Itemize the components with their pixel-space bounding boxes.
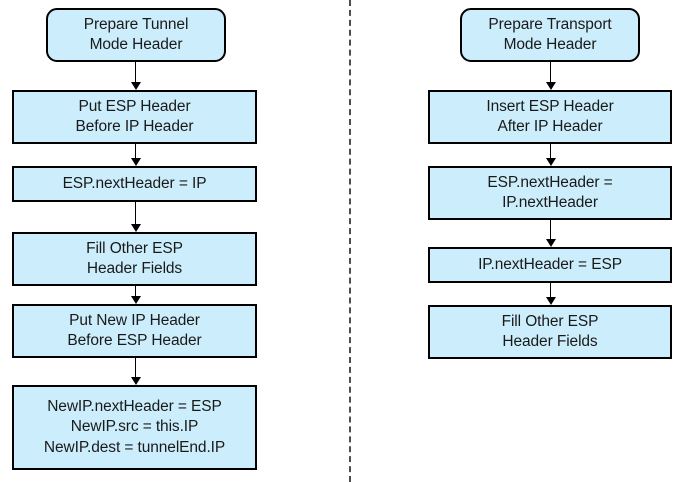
flow-node-label: ESP.nextHeader = IP: [62, 174, 207, 192]
flow-node-tunnel-step-4[interactable]: Put New IP Header Before ESP Header: [12, 304, 257, 358]
tunnel-arrow-3-head: [131, 224, 141, 232]
transport-arrow-4-line: [550, 283, 551, 299]
flow-node-tunnel-step-2[interactable]: ESP.nextHeader = IP: [12, 166, 257, 202]
flow-node-transport-step-1[interactable]: Insert ESP Header After IP Header: [428, 90, 672, 144]
tunnel-arrow-1-head: [131, 82, 141, 90]
flow-node-label: Put New IP Header Before ESP Header: [67, 311, 202, 349]
tunnel-arrow-4-head: [131, 296, 141, 304]
tunnel-arrow-1-line: [135, 62, 136, 84]
vertical-dashed-separator: [349, 0, 351, 482]
tunnel-arrow-4-line: [135, 286, 136, 298]
flow-node-tunnel-step-5[interactable]: NewIP.nextHeader = ESP NewIP.src = this.…: [12, 385, 257, 470]
flow-node-label: IP.nextHeader = ESP: [478, 255, 622, 273]
tunnel-arrow-3-line: [135, 202, 136, 226]
tunnel-arrow-2-line: [135, 144, 136, 160]
flow-node-label: Fill Other ESP Header Fields: [86, 239, 183, 277]
flow-node-label: Prepare Transport Mode Header: [488, 15, 612, 53]
tunnel-arrow-2-head: [131, 158, 141, 166]
flow-node-label: Fill Other ESP Header Fields: [501, 312, 599, 350]
transport-arrow-4-head: [546, 297, 556, 305]
transport-arrow-3-head: [546, 239, 556, 247]
transport-arrow-1-head: [546, 82, 556, 90]
flow-node-tunnel-start[interactable]: Prepare Tunnel Mode Header: [46, 8, 226, 62]
transport-arrow-1-line: [550, 62, 551, 84]
flow-node-label: NewIP.nextHeader = ESP NewIP.src = this.…: [43, 397, 226, 456]
transport-arrow-2-line: [550, 144, 551, 160]
flow-node-label: Prepare Tunnel Mode Header: [83, 15, 189, 53]
flow-node-label: Put ESP Header Before IP Header: [75, 97, 194, 135]
flow-node-tunnel-step-1[interactable]: Put ESP Header Before IP Header: [12, 90, 257, 144]
transport-arrow-3-line: [550, 220, 551, 241]
flow-node-label: ESP.nextHeader = IP.nextHeader: [487, 173, 613, 211]
flow-node-transport-start[interactable]: Prepare Transport Mode Header: [460, 8, 640, 62]
flow-node-transport-step-4[interactable]: Fill Other ESP Header Fields: [428, 305, 672, 359]
tunnel-arrow-5-head: [131, 377, 141, 385]
flow-node-transport-step-2[interactable]: ESP.nextHeader = IP.nextHeader: [428, 166, 672, 220]
flow-node-label: Insert ESP Header After IP Header: [486, 97, 614, 135]
tunnel-arrow-5-line: [135, 358, 136, 379]
flow-node-transport-step-3[interactable]: IP.nextHeader = ESP: [428, 247, 672, 283]
flow-node-tunnel-step-3[interactable]: Fill Other ESP Header Fields: [12, 232, 257, 286]
transport-arrow-2-head: [546, 158, 556, 166]
